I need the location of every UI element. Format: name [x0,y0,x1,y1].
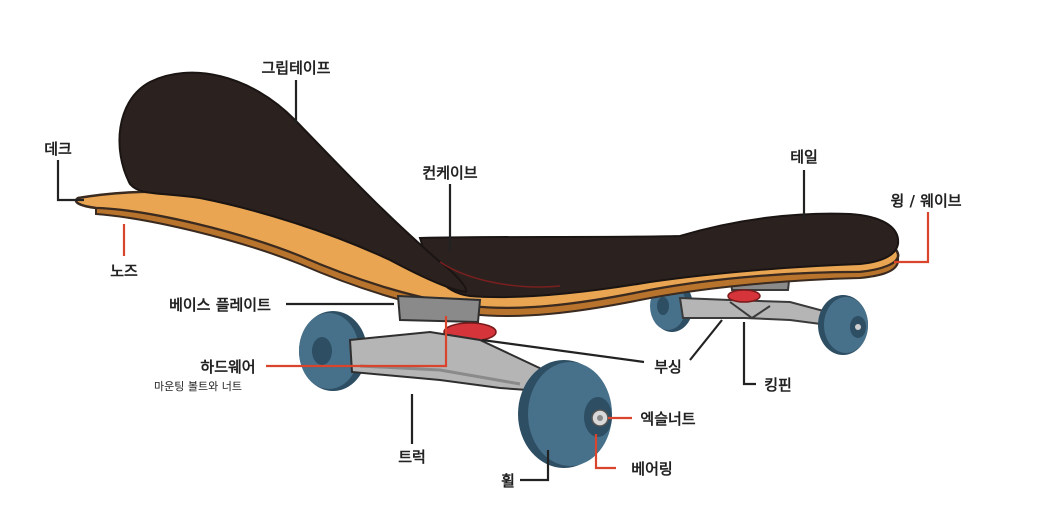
labels: 그립테이프 데크 컨케이브 테일 윙 / 웨이브 노즈 베이스 플레이트 하드웨… [44,59,962,490]
front-truck [299,294,612,468]
label-concave: 컨케이브 [422,164,477,182]
front-baseplate [396,294,482,324]
back-wheel-right [818,295,868,355]
front-wheel-left [299,311,367,391]
front-wheel-right [518,360,612,468]
front-truck-hanger [348,330,558,394]
label-hardware: 하드웨어 [200,358,255,376]
label-truck: 트럭 [398,448,426,466]
label-bushing: 부싱 [654,358,682,376]
label-baseplate: 베이스 플레이트 [169,296,271,314]
label-wing-wave: 윙 / 웨이브 [890,192,961,210]
grip-tape-surface [418,212,900,299]
label-nose: 노즈 [110,262,138,280]
label-kingpin: 킹핀 [764,376,792,394]
leader-lines [56,80,930,482]
label-hardware-sub: 마운팅 볼트와 너트 [154,380,242,393]
label-axle-nut: 엑슬너트 [640,410,695,428]
back-truck [650,271,868,355]
label-deck: 데크 [44,140,72,158]
label-wheel: 휠 [501,472,515,490]
deck [74,71,900,318]
label-tail: 테일 [790,148,818,166]
label-bearing: 베어링 [631,460,672,478]
back-truck-hanger [678,296,838,328]
back-bushing [727,289,761,303]
label-grip-tape: 그립테이프 [261,59,330,77]
